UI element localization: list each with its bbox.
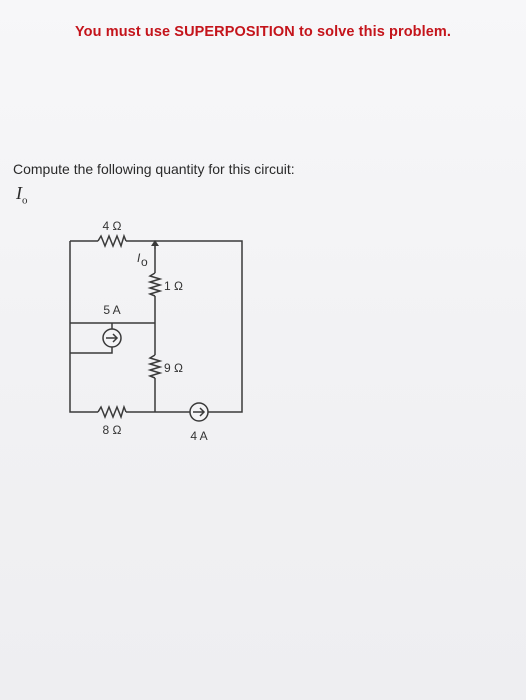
resistor-4-ohm	[97, 233, 127, 249]
quantity-main: I	[16, 183, 22, 203]
quantity-subscript: o	[22, 194, 28, 207]
resistor-9-ohm	[147, 354, 163, 379]
label-1-ohm: 1 Ω	[164, 279, 183, 293]
label-io-main: I	[137, 251, 141, 265]
wire-top-right	[126, 240, 243, 413]
resistor-8-ohm	[97, 404, 127, 420]
label-5a: 5 A	[103, 303, 120, 317]
quantity-symbol: Io	[16, 183, 28, 207]
wire-left	[69, 241, 98, 413]
current-source-5a	[102, 328, 122, 348]
question-prompt: Compute the following quantity for this …	[13, 161, 295, 177]
instruction-text: You must use SUPERPOSITION to solve this…	[74, 24, 452, 40]
label-8-ohm: 8 Ω	[103, 423, 122, 437]
label-4a: 4 A	[190, 429, 207, 443]
io-arrow	[151, 240, 159, 249]
current-source-4a	[189, 402, 209, 422]
resistor-1-ohm	[147, 272, 163, 297]
label-io-sub: o	[141, 255, 148, 269]
label-4-ohm: 4 Ω	[103, 219, 122, 233]
label-9-ohm: 9 Ω	[164, 361, 183, 375]
